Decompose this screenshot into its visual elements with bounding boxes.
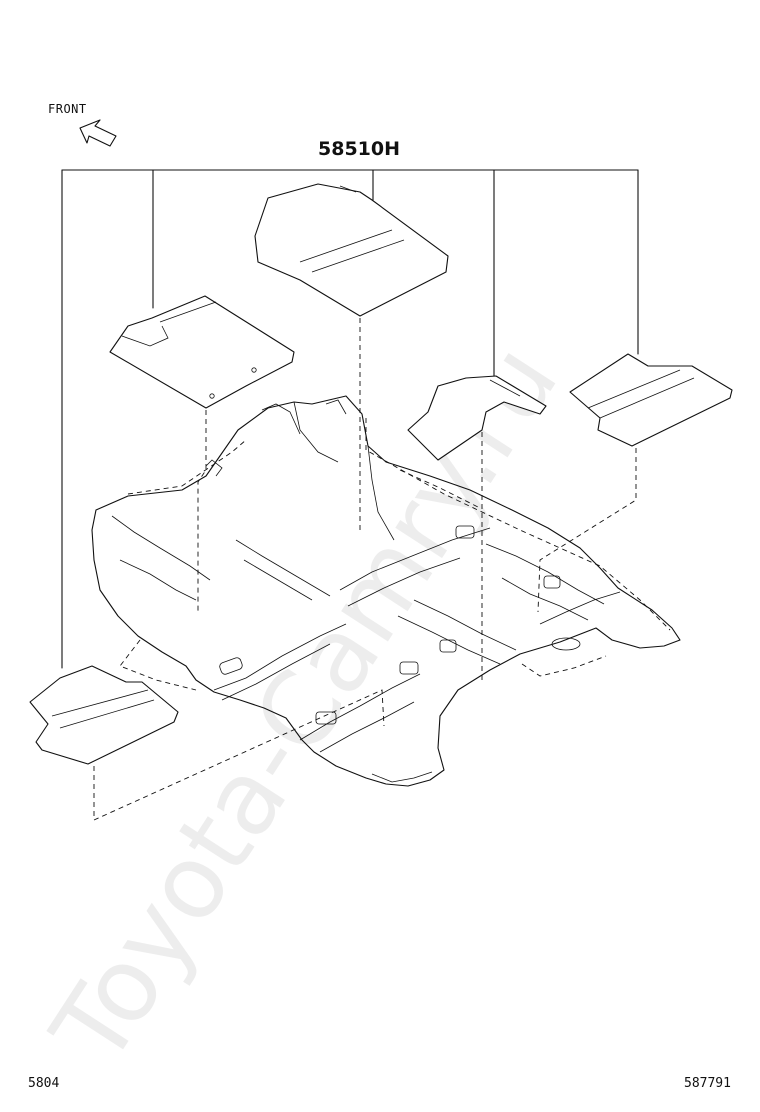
- floor-carpet-assembly: [91, 395, 681, 787]
- floor-mat-front-center: [254, 183, 449, 317]
- floor-mat-rear-right: [569, 353, 733, 447]
- drawing-id: 587791: [684, 1076, 731, 1091]
- page-code: 5804: [28, 1076, 60, 1091]
- part-number-58510H[interactable]: 58510H: [318, 138, 401, 160]
- floor-mat-rear-tunnel: [407, 375, 547, 461]
- front-label: FRONT: [48, 102, 87, 116]
- leader-bracket: [61, 169, 639, 669]
- floor-mat-front-left: [109, 295, 295, 409]
- projection-lines: [93, 318, 671, 821]
- front-arrow-icon: [79, 119, 117, 147]
- floor-mat-rear-left: [29, 665, 179, 765]
